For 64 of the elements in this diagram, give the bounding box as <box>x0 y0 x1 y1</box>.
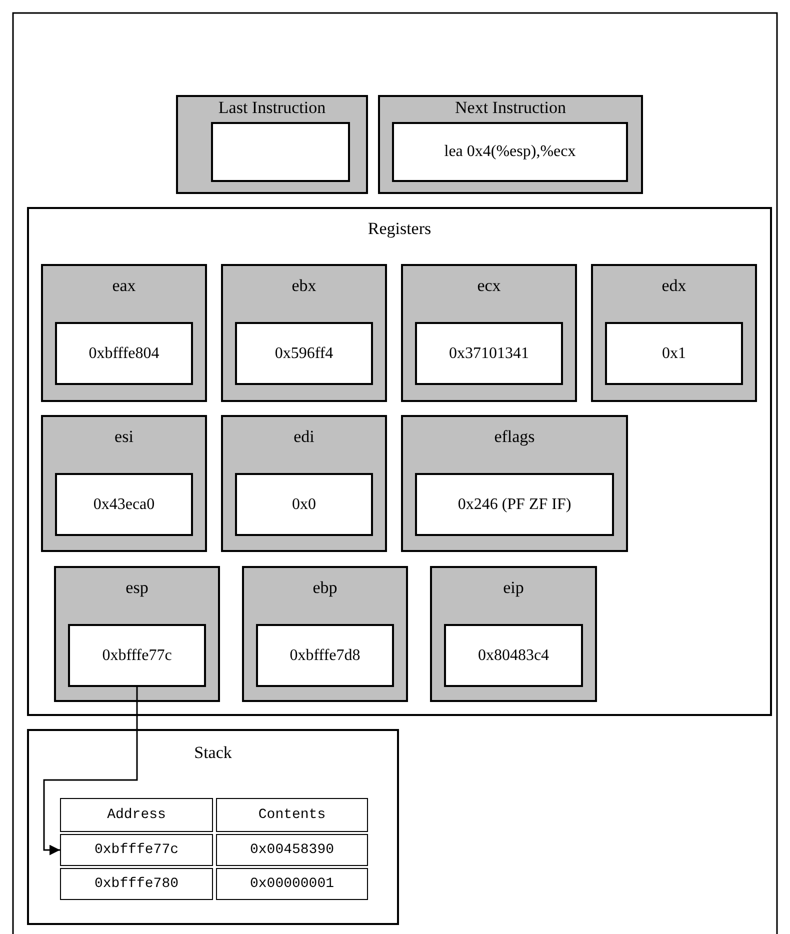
register-panel <box>401 264 577 402</box>
register-name: eflags <box>494 427 535 447</box>
address-value: 0xbfffe77c <box>94 842 178 858</box>
register-panel <box>221 415 387 552</box>
value-box <box>605 322 743 385</box>
table-header-cell <box>216 798 368 832</box>
instruction-text: lea 0x4(%esp),%ecx <box>444 143 576 161</box>
column-header: Contents <box>258 807 326 823</box>
register-value: 0x1 <box>662 344 686 362</box>
value-box <box>235 473 373 536</box>
register-name: eip <box>503 578 524 598</box>
value-box <box>211 122 350 182</box>
register-panel <box>591 264 757 402</box>
panel-title: Last Instruction <box>218 98 326 118</box>
register-value: 0x246 (PF ZF IF) <box>458 496 572 514</box>
register-value: 0x80483c4 <box>478 646 550 664</box>
table-cell <box>60 834 213 866</box>
table-cell <box>216 834 368 866</box>
contents-value: 0x00000001 <box>250 876 334 892</box>
value-box <box>256 624 394 687</box>
stack-panel <box>27 729 399 925</box>
register-value: 0xbfffe7d8 <box>290 646 360 664</box>
register-panel <box>221 264 387 402</box>
register-panel <box>242 566 408 702</box>
register-name: edi <box>294 427 314 447</box>
group-title: Stack <box>194 743 232 763</box>
register-name: ebp <box>312 578 338 598</box>
register-name: esi <box>114 427 134 447</box>
value-box <box>444 624 583 687</box>
register-name: ebx <box>292 276 316 296</box>
instruction-panel <box>176 95 368 194</box>
register-panel <box>430 566 597 702</box>
register-value: 0x37101341 <box>449 344 529 362</box>
register-panel <box>41 415 207 552</box>
panel-title: Next Instruction <box>455 98 566 118</box>
value-box <box>235 322 373 385</box>
value-box <box>55 473 193 536</box>
register-name: ecx <box>477 276 501 296</box>
group-title: Registers <box>368 219 432 239</box>
register-name: eax <box>112 276 136 296</box>
register-name: esp <box>126 578 148 598</box>
register-value: 0x596ff4 <box>274 344 334 362</box>
register-name: edx <box>662 276 686 296</box>
register-value: 0x43eca0 <box>93 496 155 514</box>
contents-value: 0x00458390 <box>250 842 334 858</box>
register-panel <box>401 415 628 552</box>
value-box <box>68 624 206 687</box>
register-value: 0xbfffe77c <box>102 646 172 664</box>
column-header: Address <box>107 807 166 823</box>
address-value: 0xbfffe780 <box>94 876 178 892</box>
register-panel <box>54 566 220 702</box>
registers-panel <box>27 207 772 716</box>
pointer-arrow <box>43 687 138 856</box>
table-header-cell <box>60 798 213 832</box>
table-cell <box>216 868 368 900</box>
register-value: 0x0 <box>292 496 316 514</box>
value-box <box>55 322 193 385</box>
register-panel <box>41 264 207 402</box>
table-cell <box>60 868 213 900</box>
value-box <box>415 473 614 536</box>
register-value: 0xbfffe804 <box>88 344 160 362</box>
value-box <box>392 122 628 182</box>
instruction-panel <box>378 95 643 194</box>
value-box <box>415 322 563 385</box>
